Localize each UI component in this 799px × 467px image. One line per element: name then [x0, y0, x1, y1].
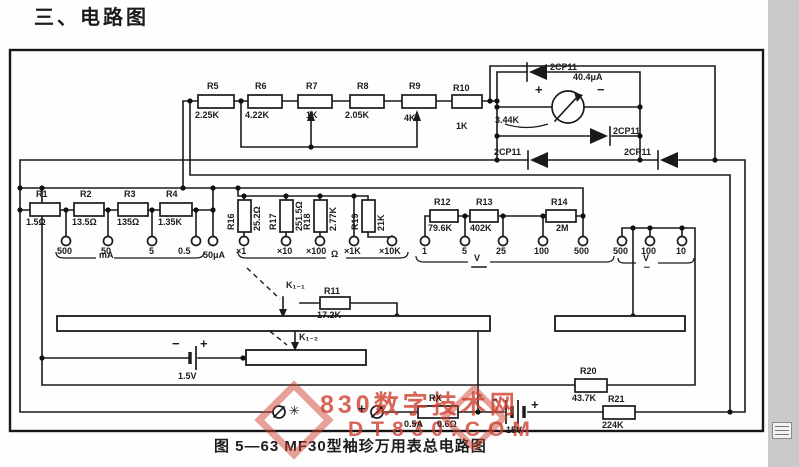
- terminal-ohm-x10: [280, 235, 292, 247]
- wiper-arrow-r7: [307, 110, 315, 121]
- scan-gutter: [768, 0, 799, 467]
- terminal-ohm-x10k: [386, 235, 398, 247]
- resistor-r7-body: [297, 94, 333, 109]
- resistor-r6-body: [247, 94, 283, 109]
- terminal-ohm-x1: [238, 235, 250, 247]
- resistor-r3-body: [117, 202, 149, 217]
- diagram-frame: [8, 48, 765, 433]
- resistor-r2-body: [73, 202, 105, 217]
- terminal-ohm-x1k: [348, 235, 360, 247]
- panel-terminals: [60, 235, 688, 247]
- wiper-arrow-r9: [413, 110, 421, 121]
- terminal-vdc-5: [459, 235, 471, 247]
- switch-arrow-k1-2: [291, 342, 299, 351]
- switch-bar-1b: [554, 315, 686, 332]
- resistor-r16-body: [237, 199, 252, 233]
- terminal-vac-100: [644, 235, 656, 247]
- resistor-r14-body: [545, 209, 577, 223]
- junction-dots: [17, 98, 733, 415]
- diode-d2: [590, 128, 608, 144]
- switch-link-dashed: [246, 267, 288, 346]
- resistor-r1-body: [29, 202, 61, 217]
- terminal-50ua: [207, 235, 219, 247]
- resistor-r13-body: [469, 209, 499, 223]
- resistor-r18-body: [313, 199, 328, 233]
- switch-bars: [56, 315, 686, 366]
- resistor-r8-body: [349, 94, 385, 109]
- probe-jacks: [272, 405, 384, 419]
- resistor-r17-body: [279, 199, 294, 233]
- terminal-vdc-25: [497, 235, 509, 247]
- resistor-r5-body: [197, 94, 235, 109]
- resistor-r19-body: [361, 199, 376, 233]
- terminal-ma-500: [60, 235, 72, 247]
- meter: [504, 90, 585, 129]
- resistor-r12-body: [429, 209, 459, 223]
- terminal-vdc-500: [577, 235, 589, 247]
- notes-icon[interactable]: [772, 422, 792, 439]
- terminal-ohm-x100: [314, 235, 326, 247]
- range-braces: [55, 251, 695, 264]
- resistor-r9-body: [401, 94, 437, 109]
- diode-d3: [530, 152, 548, 168]
- arrows: [279, 110, 421, 351]
- wires: [19, 65, 746, 413]
- terminal-ma-5: [146, 235, 158, 247]
- diode-d1: [529, 64, 547, 80]
- resistor-r4-body: [159, 202, 193, 217]
- battery-1p5v: [188, 346, 197, 370]
- terminal-vac-500: [616, 235, 628, 247]
- battery-15v: [505, 400, 526, 424]
- diodes-group: [526, 62, 678, 170]
- terminal-vdc-100: [537, 235, 549, 247]
- switch-bar-1a: [56, 315, 491, 332]
- diode-d4: [660, 152, 678, 168]
- resistor-r11-body: [319, 296, 351, 310]
- resistor-r10-body: [451, 94, 483, 109]
- resistor-r20-body: [574, 378, 608, 393]
- meter-needle-tip: [574, 92, 583, 102]
- terminal-vac-10: [676, 235, 688, 247]
- resistor-r21-body: [602, 405, 636, 420]
- resistor-bodies: [29, 94, 636, 420]
- terminal-ma-50: [102, 235, 114, 247]
- terminal-vdc-1: [419, 235, 431, 247]
- fuse-rx-body: [417, 405, 459, 419]
- switch-bar-2: [245, 349, 367, 366]
- terminal-ma-0p5: [190, 235, 202, 247]
- switch-arrow-k1-1: [279, 309, 287, 318]
